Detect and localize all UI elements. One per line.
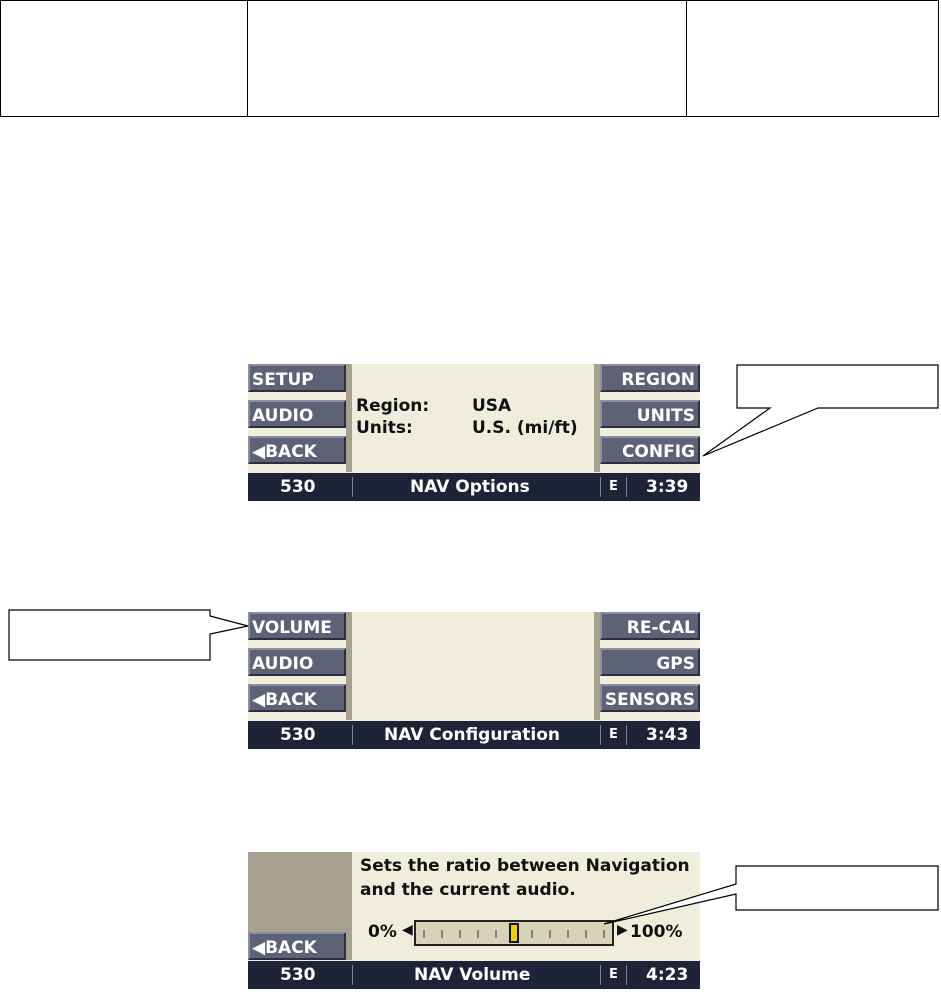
screen-title: NAV Options: [410, 477, 530, 497]
screen-title: NAV Volume: [414, 965, 531, 985]
e-badge: E: [609, 479, 618, 494]
sensors-button[interactable]: SENSORS: [600, 684, 700, 712]
units-value: U.S. (mi/ft): [472, 418, 578, 438]
status-divider: [626, 477, 627, 497]
status-divider: [600, 965, 601, 985]
screen-title: NAV Configuration: [384, 725, 561, 745]
status-divider: [626, 725, 627, 745]
back-button[interactable]: ◀BACK: [248, 436, 346, 464]
status-divider: [600, 725, 601, 745]
status-divider: [352, 725, 353, 745]
callout-box-2: [8, 609, 249, 661]
region-label: Region:: [356, 396, 430, 416]
station-number: 530: [280, 965, 316, 985]
config-button[interactable]: CONFIG: [600, 436, 700, 464]
slider-increase-icon[interactable]: ▶: [617, 922, 628, 938]
header-table: [0, 0, 939, 117]
status-bar: 530 NAV Options E 3:39: [248, 473, 700, 501]
callout-box-3: [603, 865, 939, 925]
slider-decrease-icon[interactable]: ◀: [402, 922, 413, 938]
station-number: 530: [280, 725, 316, 745]
back-arrow-icon: ◀: [252, 690, 266, 710]
station-number: 530: [280, 477, 316, 497]
slider-thumb[interactable]: [509, 923, 519, 943]
right-separator: [594, 364, 600, 472]
status-divider: [352, 965, 353, 985]
status-divider: [626, 965, 627, 985]
units-label: Units:: [356, 418, 413, 438]
gps-button[interactable]: GPS: [600, 648, 700, 676]
volume-button[interactable]: VOLUME: [248, 612, 346, 640]
back-button[interactable]: ◀BACK: [248, 932, 346, 960]
region-button[interactable]: REGION: [600, 364, 700, 392]
audio-button[interactable]: AUDIO: [248, 400, 346, 428]
clock: 3:43: [646, 725, 689, 745]
region-value: USA: [472, 396, 512, 416]
slider-min-label: 0%: [368, 922, 397, 942]
left-separator: [346, 612, 352, 720]
nav-volume-screen: ◀BACK Sets the ratio between Navigation …: [248, 852, 700, 989]
clock: 4:23: [646, 965, 689, 985]
setup-button[interactable]: SETUP: [248, 364, 346, 392]
recal-button[interactable]: RE-CAL: [600, 612, 700, 640]
audio-button[interactable]: AUDIO: [248, 648, 346, 676]
e-badge: E: [609, 967, 618, 982]
back-button[interactable]: ◀BACK: [248, 684, 346, 712]
header-cell-3: [687, 1, 938, 116]
back-label: BACK: [265, 938, 317, 958]
left-separator: [346, 364, 352, 472]
callout-box-1: [702, 364, 939, 457]
header-cell-1: [1, 1, 248, 116]
e-badge: E: [609, 727, 618, 742]
description-line-2: and the current audio.: [360, 880, 576, 900]
header-cell-2: [248, 1, 687, 116]
status-bar: 530 NAV Volume E 4:23: [248, 961, 700, 989]
right-separator: [594, 612, 600, 720]
back-arrow-icon: ◀: [252, 938, 266, 958]
back-label: BACK: [265, 442, 317, 462]
description-line-1: Sets the ratio between Navigation: [360, 856, 690, 876]
status-bar: 530 NAV Configuration E 3:43: [248, 721, 700, 749]
nav-options-screen: SETUP AUDIO ◀BACK REGION UNITS CONFIG Re…: [248, 364, 700, 501]
slider-max-label: 100%: [630, 922, 683, 942]
volume-slider[interactable]: [414, 920, 614, 946]
status-divider: [352, 477, 353, 497]
clock: 3:39: [646, 477, 689, 497]
nav-configuration-screen: VOLUME AUDIO ◀BACK RE-CAL GPS SENSORS 53…: [248, 612, 700, 749]
back-label: BACK: [265, 690, 317, 710]
units-button[interactable]: UNITS: [600, 400, 700, 428]
status-divider: [600, 477, 601, 497]
back-arrow-icon: ◀: [252, 442, 266, 462]
